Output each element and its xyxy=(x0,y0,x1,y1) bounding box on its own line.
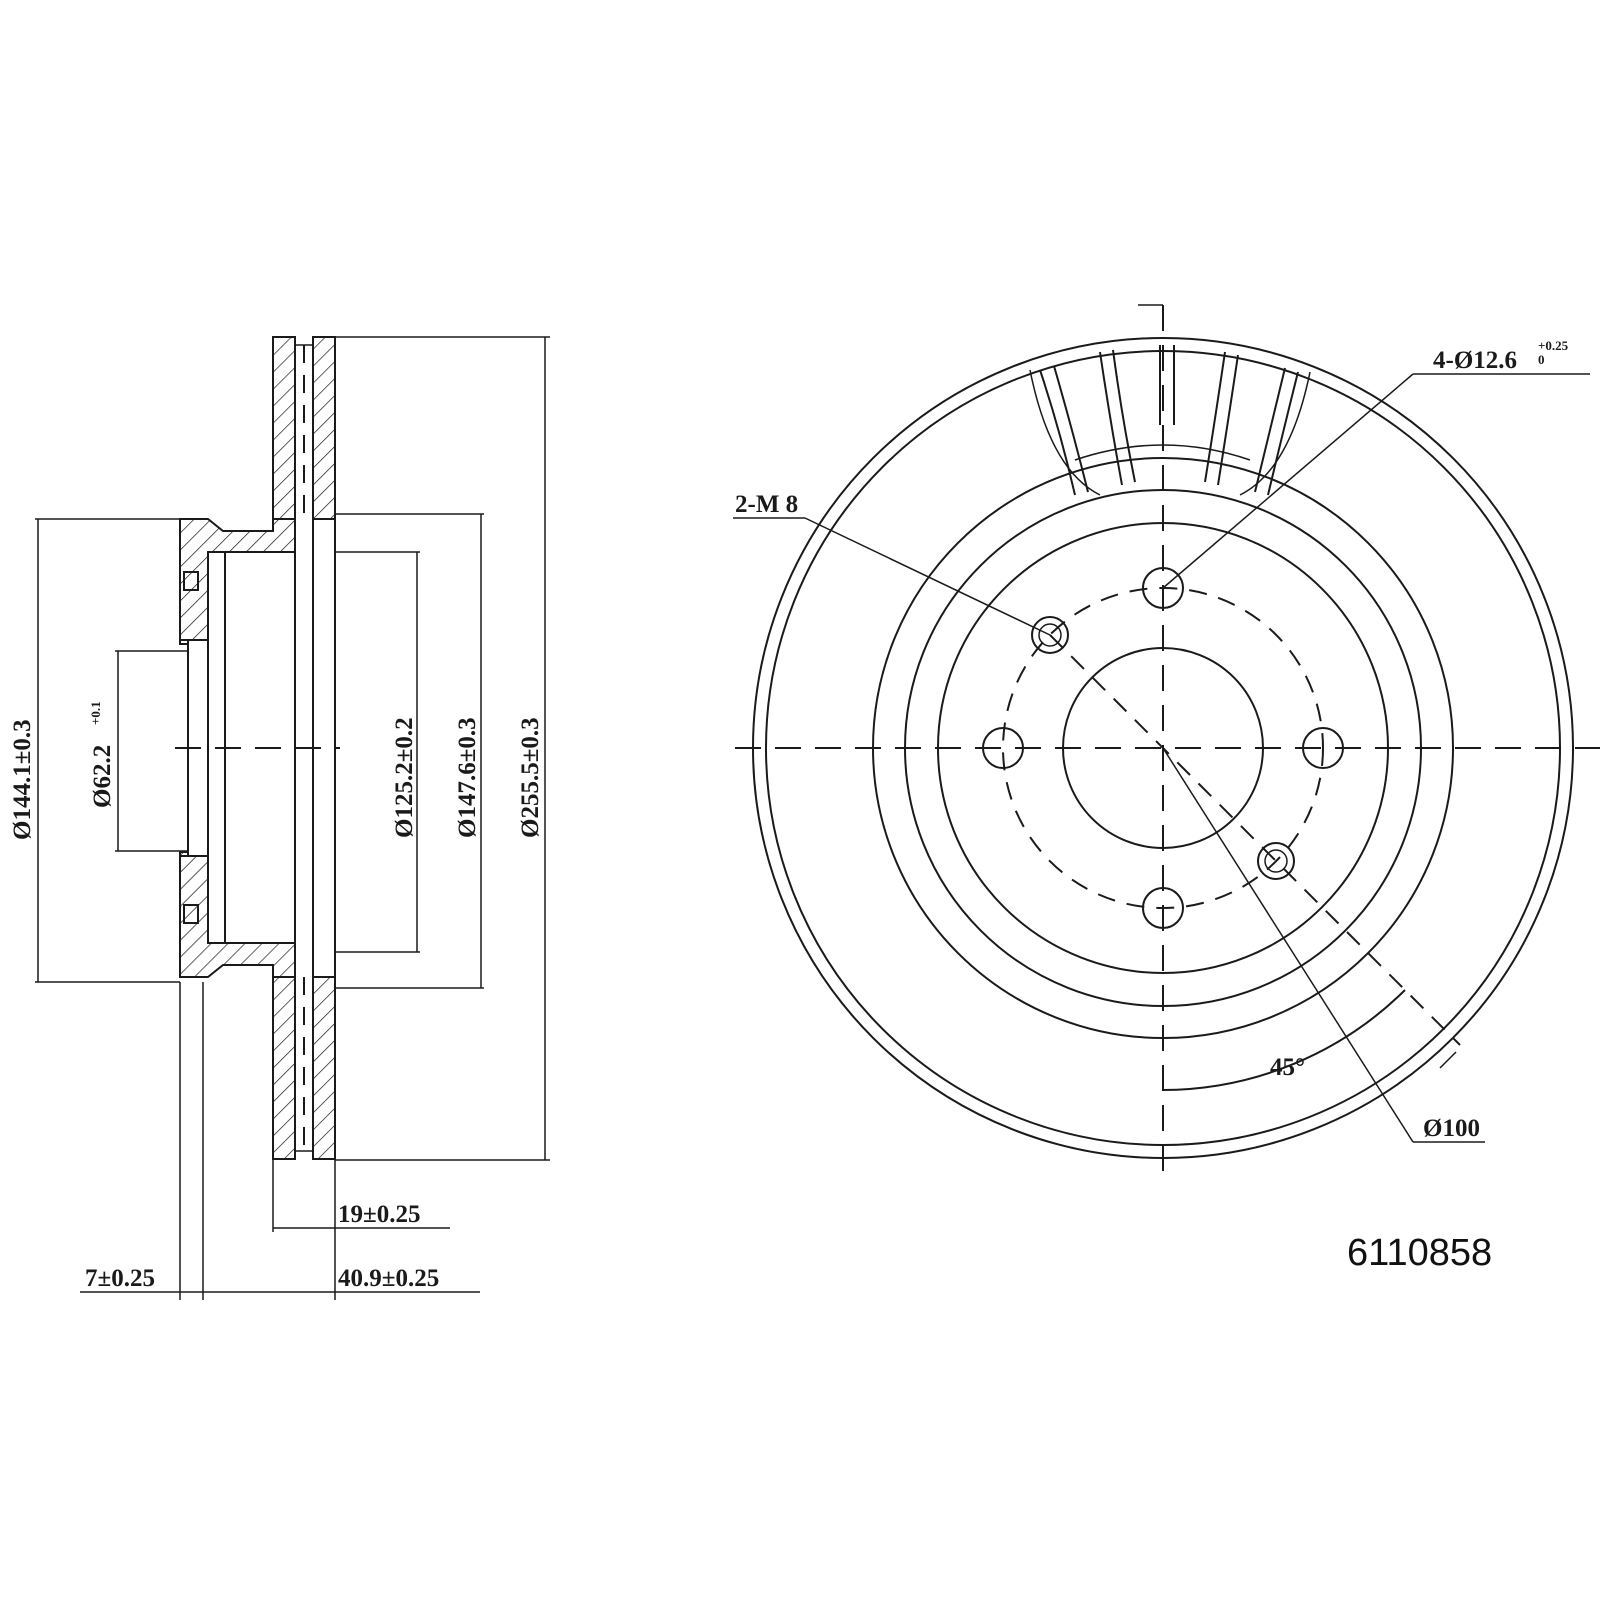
angle-arc xyxy=(1162,989,1406,1091)
outer-friction-ring-top xyxy=(272,336,296,520)
dim-diameter-147: Ø147.6±0.3 xyxy=(454,717,481,838)
bolt-holes-tol-lower: 0 xyxy=(1538,352,1545,367)
dim-diameter-62-tolerance: +0.1 xyxy=(88,701,103,725)
vent-slots xyxy=(1029,345,1311,496)
inner-friction-ring-top xyxy=(312,336,336,520)
pcd-label: Ø100 xyxy=(1423,1115,1480,1142)
dim-diameter-62: Ø62.2 xyxy=(89,745,116,808)
part-number: 6110858 xyxy=(1347,1232,1492,1274)
threaded-hole-upper-left xyxy=(1031,616,1069,654)
dim-diameter-255: Ø255.5±0.3 xyxy=(517,717,544,838)
outer-friction-ring-bottom xyxy=(272,976,296,1160)
hub-wall-bottom xyxy=(179,851,189,857)
front-view: 45° 2-M 8 4-Ø12.6 +0.25 0 Ø100 xyxy=(733,304,1600,1185)
dim-diameter-144: Ø144.1±0.3 xyxy=(9,719,36,840)
inner-friction-ring-bottom xyxy=(312,976,336,1160)
hub-wall-top xyxy=(179,639,189,645)
dim-diameter-125: Ø125.2±0.2 xyxy=(391,717,418,838)
threaded-hole-lower-right xyxy=(1257,842,1295,880)
angle-label: 45° xyxy=(1270,1054,1305,1081)
dim-hub-thickness: 7±0.25 xyxy=(85,1265,155,1292)
bolt-holes-label: 4-Ø12.6 xyxy=(1433,347,1517,374)
threaded-hole-upper-left-inner xyxy=(1038,623,1062,647)
dim-overall-height: 40.9±0.25 xyxy=(338,1265,439,1292)
threaded-hole-lower-right-inner xyxy=(1264,849,1288,873)
bolt-holes-tol-upper: +0.25 xyxy=(1538,338,1569,353)
dim-disc-thickness: 19±0.25 xyxy=(338,1201,420,1228)
threaded-holes-label: 2-M 8 xyxy=(735,491,798,518)
side-section-view: Ø144.1±0.3 Ø62.2 +0.1 Ø125.2±0.2 Ø147.6±… xyxy=(9,336,550,1300)
